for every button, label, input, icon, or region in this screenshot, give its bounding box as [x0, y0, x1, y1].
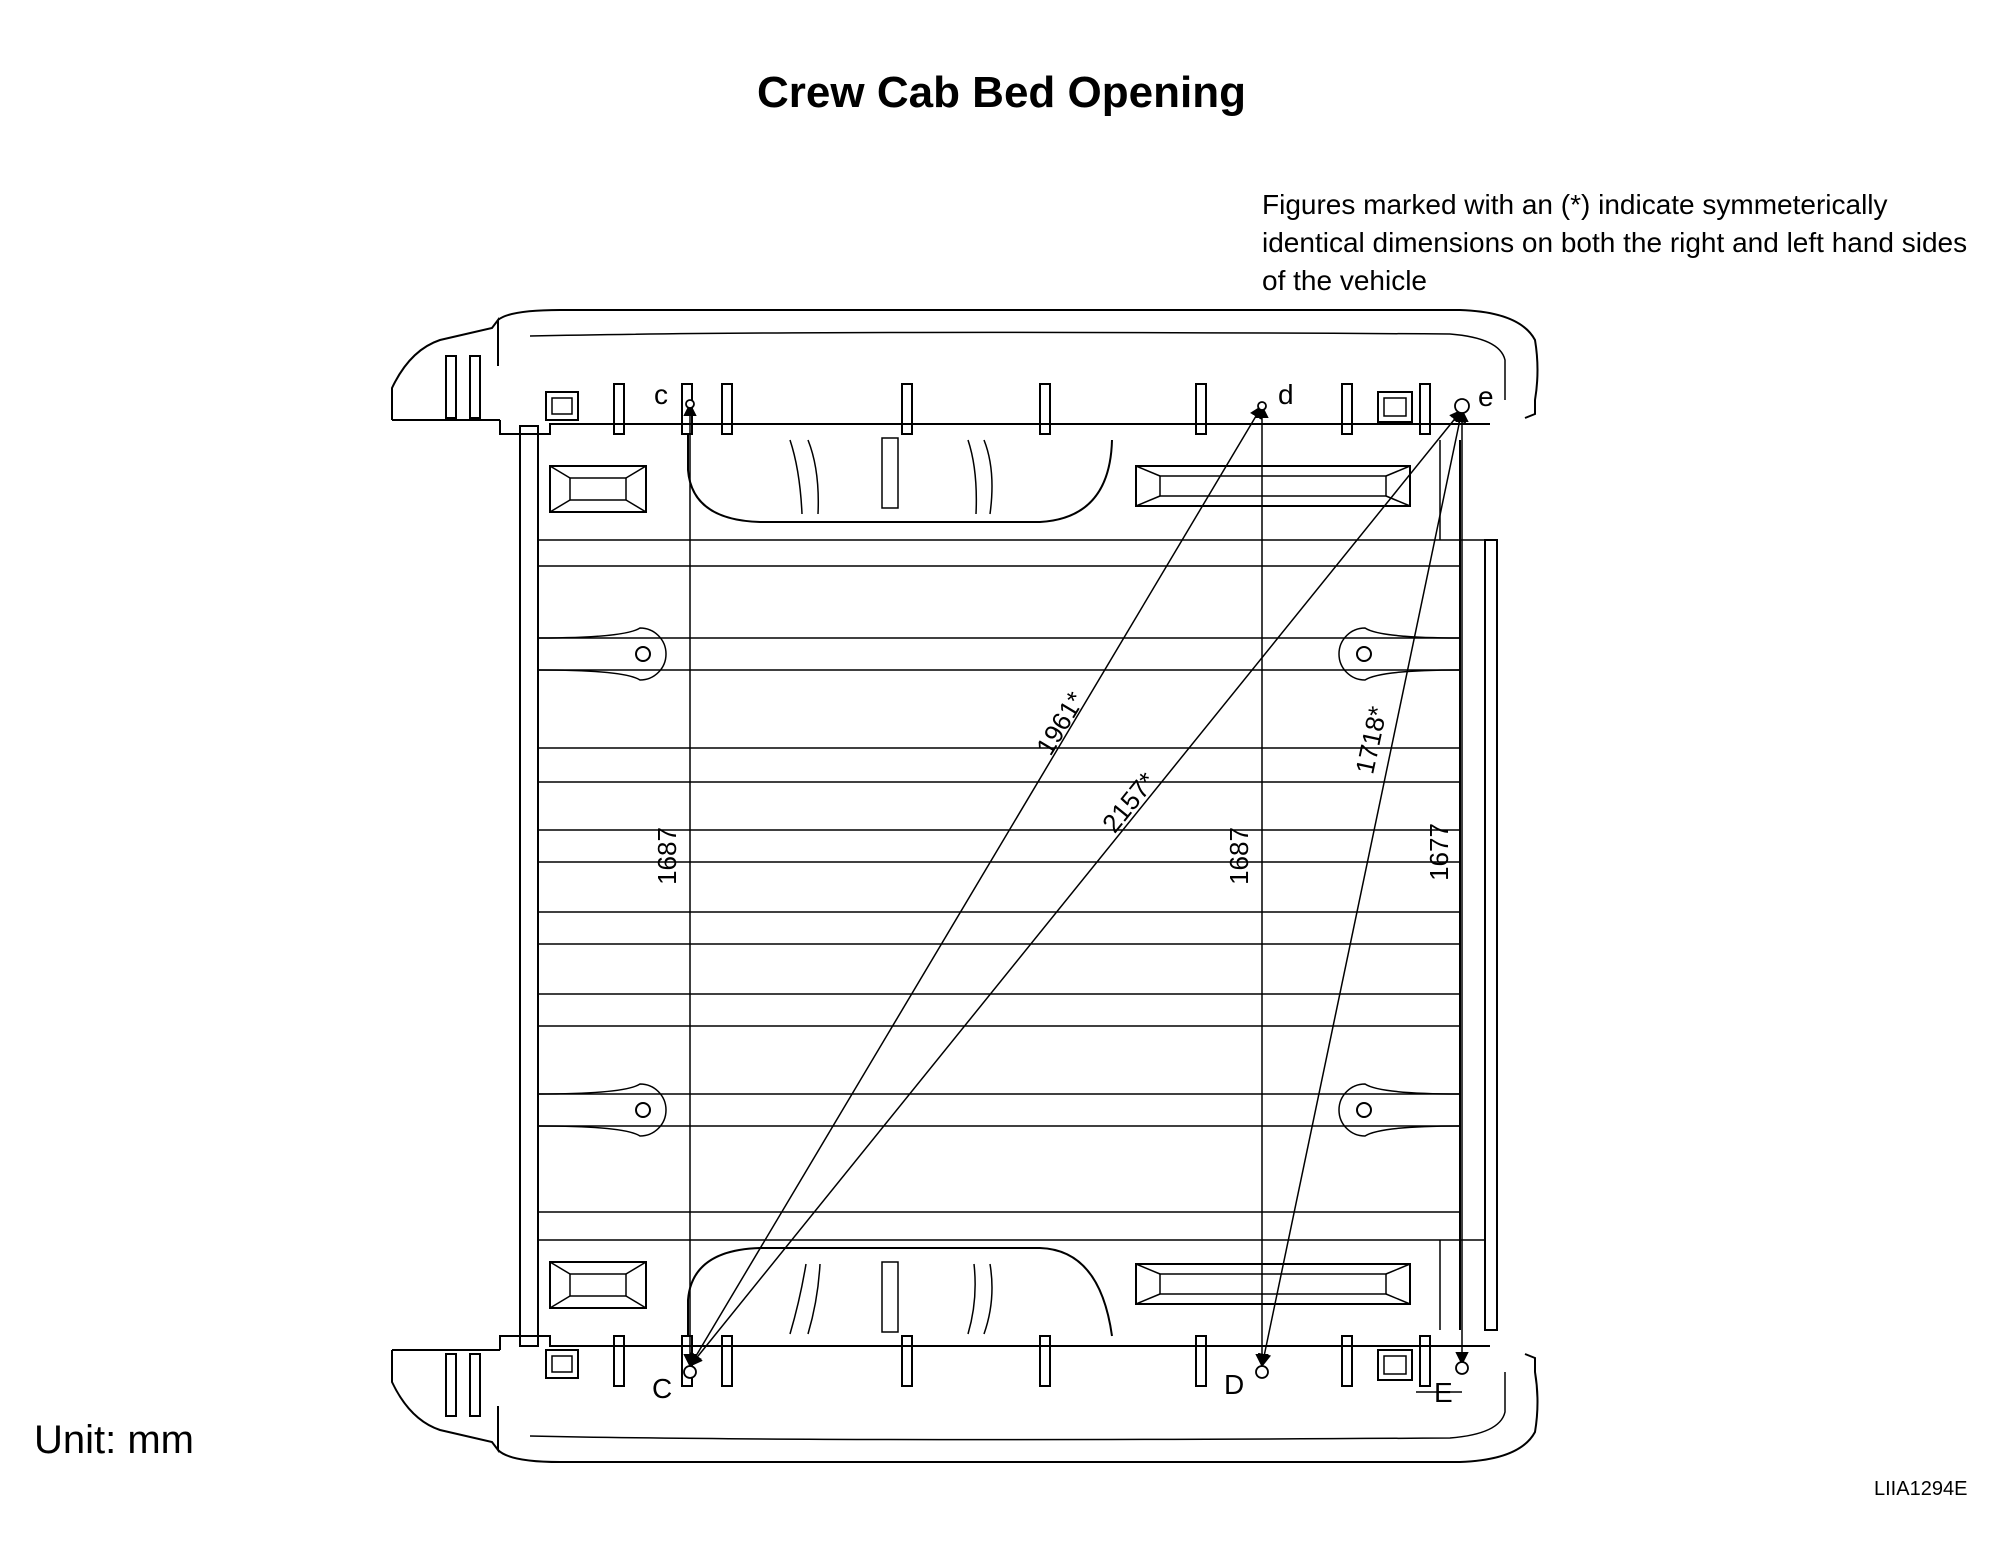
point-d-marker — [1257, 401, 1267, 411]
point-label-C: C — [652, 1373, 672, 1404]
point-label-D: D — [1224, 1369, 1244, 1400]
figure-code: LIIA1294E — [1874, 1478, 1968, 1500]
unit-label: Unit: mm — [34, 1418, 194, 1462]
point-E-marker — [1455, 1361, 1469, 1375]
bed-floor-ribs — [538, 539, 1485, 1241]
measurement-lines — [683, 402, 1469, 1368]
page-title: Crew Cab Bed Opening — [757, 68, 1246, 117]
top-side-rail — [391, 309, 1539, 435]
dim-label-d-C: 1961* — [1030, 687, 1091, 761]
dim-label-e-D: 1718* — [1349, 704, 1392, 777]
wheel-wells — [687, 434, 1113, 1337]
point-e-marker — [1454, 398, 1470, 414]
dim-label-c-C: 1687 — [652, 827, 682, 885]
corner-tie-boxes — [549, 465, 1411, 1309]
point-label-c: c — [654, 379, 668, 410]
bottom-side-rail — [391, 1335, 1539, 1463]
dim-label-e-C: 2157* — [1096, 766, 1162, 838]
measurement-points — [683, 398, 1470, 1379]
bed-walls — [519, 425, 1498, 1347]
symmetry-note: Figures marked with an (*) indicate symm… — [1262, 189, 1968, 296]
dim-label-d-D: 1687 — [1224, 827, 1254, 885]
point-C-marker — [683, 1365, 697, 1379]
dim-label-e-E: 1677 — [1424, 823, 1454, 881]
point-label-d: d — [1278, 379, 1294, 410]
point-label-e: e — [1478, 381, 1494, 412]
point-c-marker — [685, 399, 695, 409]
point-D-marker — [1255, 1365, 1269, 1379]
